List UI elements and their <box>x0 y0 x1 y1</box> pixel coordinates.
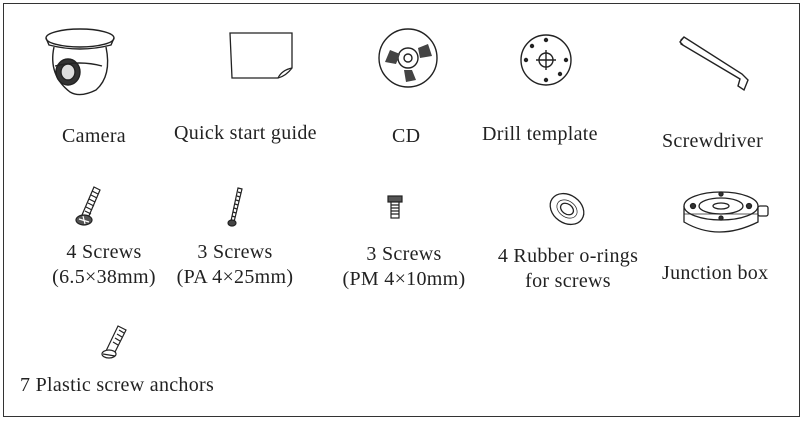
dome-camera-icon <box>40 20 120 100</box>
item-label: Screwdriver <box>662 130 764 152</box>
item-label-line: 4 Screws <box>66 241 142 263</box>
item-label: Quick start guide <box>174 122 317 144</box>
drill-template-icon <box>518 32 574 88</box>
item-label-line: 3 Screws <box>366 243 442 265</box>
o-ring-icon <box>546 190 588 228</box>
screw-anchor-icon <box>100 324 130 360</box>
wood-screw-icon <box>74 184 104 228</box>
document-icon <box>226 30 298 82</box>
machine-screw-icon <box>386 194 404 220</box>
item-label-line: (6.5×38mm) <box>52 266 156 288</box>
item-label-line: (PA 4×25mm) <box>176 266 294 288</box>
hex-key-icon <box>678 34 758 96</box>
item-label-line: 4 Rubber o-rings <box>497 245 639 267</box>
item-label: Drill template <box>482 123 598 145</box>
long-screw-icon <box>224 186 246 228</box>
item-label: Camera <box>62 125 126 147</box>
item-label: CD <box>392 125 421 147</box>
item-label: 3 Screws (PM 4×10mm) <box>336 242 472 292</box>
item-label-line: for screws <box>525 270 611 292</box>
item-label: Junction box <box>662 262 769 284</box>
junction-box-icon <box>678 184 772 246</box>
item-label: 4 Screws (6.5×38mm) <box>28 240 180 290</box>
item-label-line: 3 Screws <box>197 241 273 263</box>
item-label: 3 Screws (PA 4×25mm) <box>168 240 302 290</box>
item-label: 4 Rubber o-rings for screws <box>488 244 648 294</box>
item-label-line: (PM 4×10mm) <box>342 268 466 290</box>
package-contents-frame <box>3 3 800 417</box>
item-label: 7 Plastic screw anchors <box>20 374 215 396</box>
cd-disc-icon <box>376 26 440 90</box>
